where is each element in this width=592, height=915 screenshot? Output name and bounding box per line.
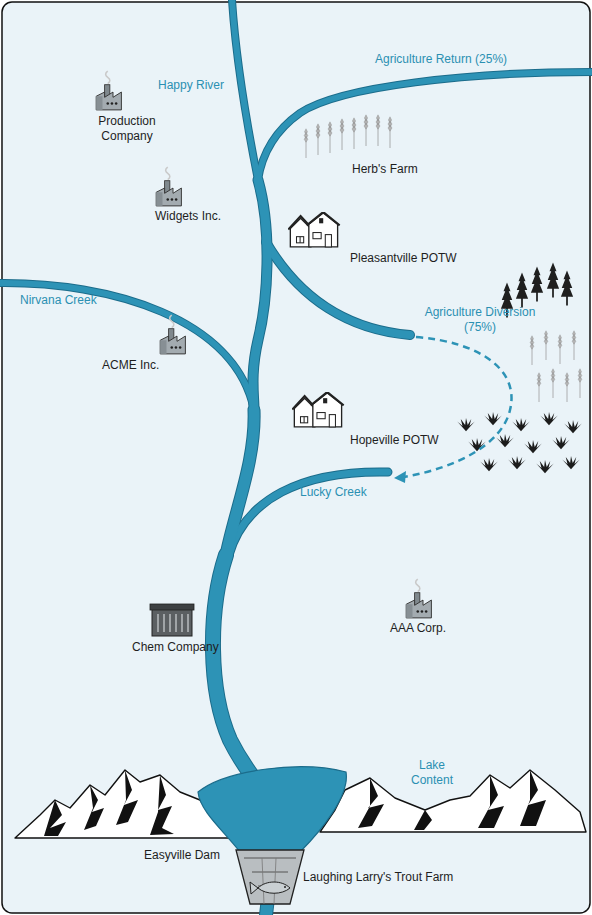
facility-label: Hopeville POTW — [350, 433, 439, 448]
factory-icon — [156, 167, 181, 206]
river-label: Agriculture Diversion (75%) — [415, 305, 545, 335]
chem-building — [150, 604, 194, 636]
house-icon — [292, 392, 343, 427]
facility-label: ACME Inc. — [102, 358, 159, 373]
house-icon — [288, 212, 339, 247]
facility-label: Chem Company — [132, 640, 219, 655]
diversion-flow — [394, 337, 512, 483]
lake-label: Lake Content — [405, 758, 460, 788]
river-label: Nirvana Creek — [20, 293, 97, 308]
river-label: Happy River — [158, 78, 224, 93]
facility-label: Production Company — [87, 114, 167, 144]
farm-wheat — [304, 115, 392, 158]
facility-label: AAA Corp. — [390, 621, 446, 636]
facility-label: Widgets Inc. — [155, 209, 221, 224]
factory-icon — [96, 71, 121, 110]
river-label: Lucky Creek — [300, 485, 367, 500]
factory-icon — [406, 579, 431, 618]
factory-icon — [160, 315, 185, 354]
farm-label: Laughing Larry's Trout Farm — [303, 870, 453, 885]
crop-field — [457, 263, 582, 474]
farm-label: Herb's Farm — [352, 162, 418, 177]
river-label: Agriculture Return (25%) — [375, 52, 507, 67]
facility-label: Pleasantville POTW — [350, 251, 457, 266]
fish-symbol — [250, 882, 290, 894]
dam-label: Easyville Dam — [144, 848, 220, 863]
